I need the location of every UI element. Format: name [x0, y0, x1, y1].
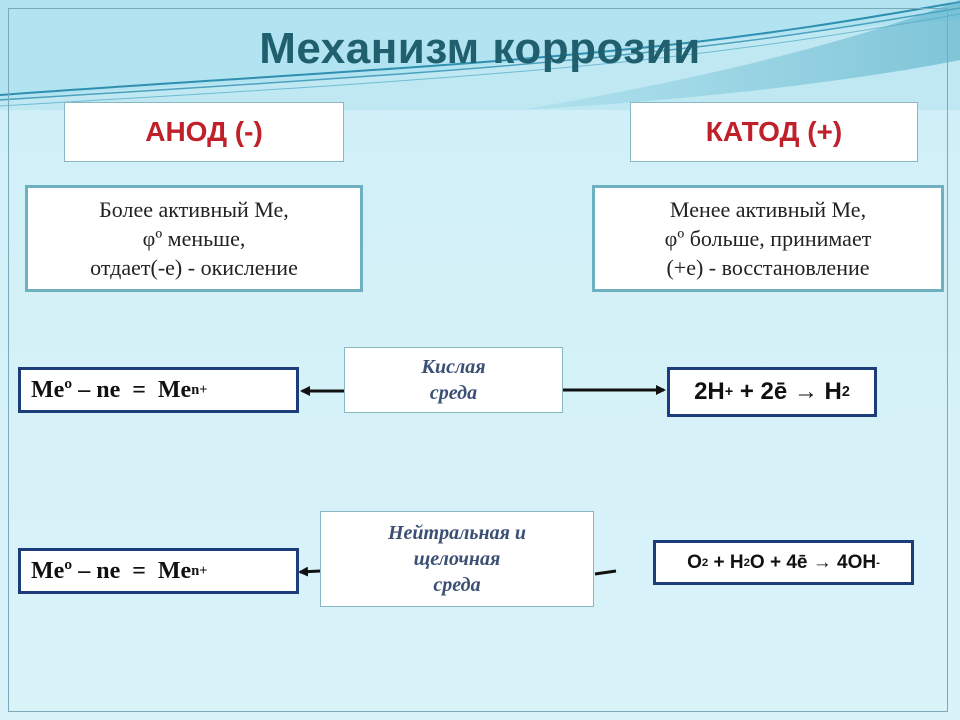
acid-medium-box: Кислая среда	[344, 347, 563, 413]
equation-subscript: 2	[701, 556, 709, 569]
equation-text: O	[687, 551, 702, 573]
cathode-line: Менее активный Ме,	[669, 197, 867, 222]
slide-title: Механизм коррозии	[259, 24, 701, 73]
anode-label: АНОД (-)	[145, 116, 263, 147]
cathode-line: (+е) - восстановление	[666, 255, 870, 280]
acid-medium-line: среда	[429, 382, 478, 404]
equation-text: Meº – ne = Me	[31, 376, 192, 403]
equation-text: O + 4ē → 4OH	[749, 551, 877, 573]
equation-text: + 2ē → H	[733, 378, 842, 405]
anode-line: отдает(-е) - окисление	[90, 255, 298, 280]
neutral-medium-line: щелочная	[413, 548, 501, 570]
acid-medium-line: Кислая	[421, 356, 486, 378]
equation-text: + H	[708, 551, 744, 573]
equation-superscript: -	[876, 556, 880, 569]
equation-superscript: +	[724, 384, 734, 400]
neutral-medium-box: Нейтральная и щелочная среда	[320, 511, 594, 607]
equation-subscript: 2	[743, 556, 750, 569]
anode-line: Более активный Ме,	[99, 197, 289, 222]
equation-text: 2H	[694, 378, 725, 405]
equation-superscript: n+	[191, 381, 208, 398]
arrow-neutral-left	[298, 566, 321, 577]
arrow-neutral-right	[594, 569, 617, 576]
equation-subscript: 2	[841, 384, 850, 400]
anode-line: φº меньше,	[142, 226, 246, 251]
cathode-label: КАТОД (+)	[705, 116, 843, 147]
cathode-line: φº больше, принимает	[664, 226, 872, 251]
equation-superscript: n+	[191, 562, 208, 579]
slide-frame	[8, 8, 948, 712]
neutral-medium-line: Нейтральная и	[387, 522, 527, 544]
equation-text: Meº – ne = Me	[31, 557, 192, 584]
anode-description: Более активный Ме, φº меньше, отдает(-е)…	[25, 185, 363, 292]
cathode-label-box: КАТОД (+)	[630, 102, 918, 162]
anode-label-box: АНОД (-)	[64, 102, 344, 162]
cathode-description: Менее активный Ме, φº больше, принимает …	[592, 185, 944, 292]
neutral-medium-line: среда	[433, 574, 481, 596]
